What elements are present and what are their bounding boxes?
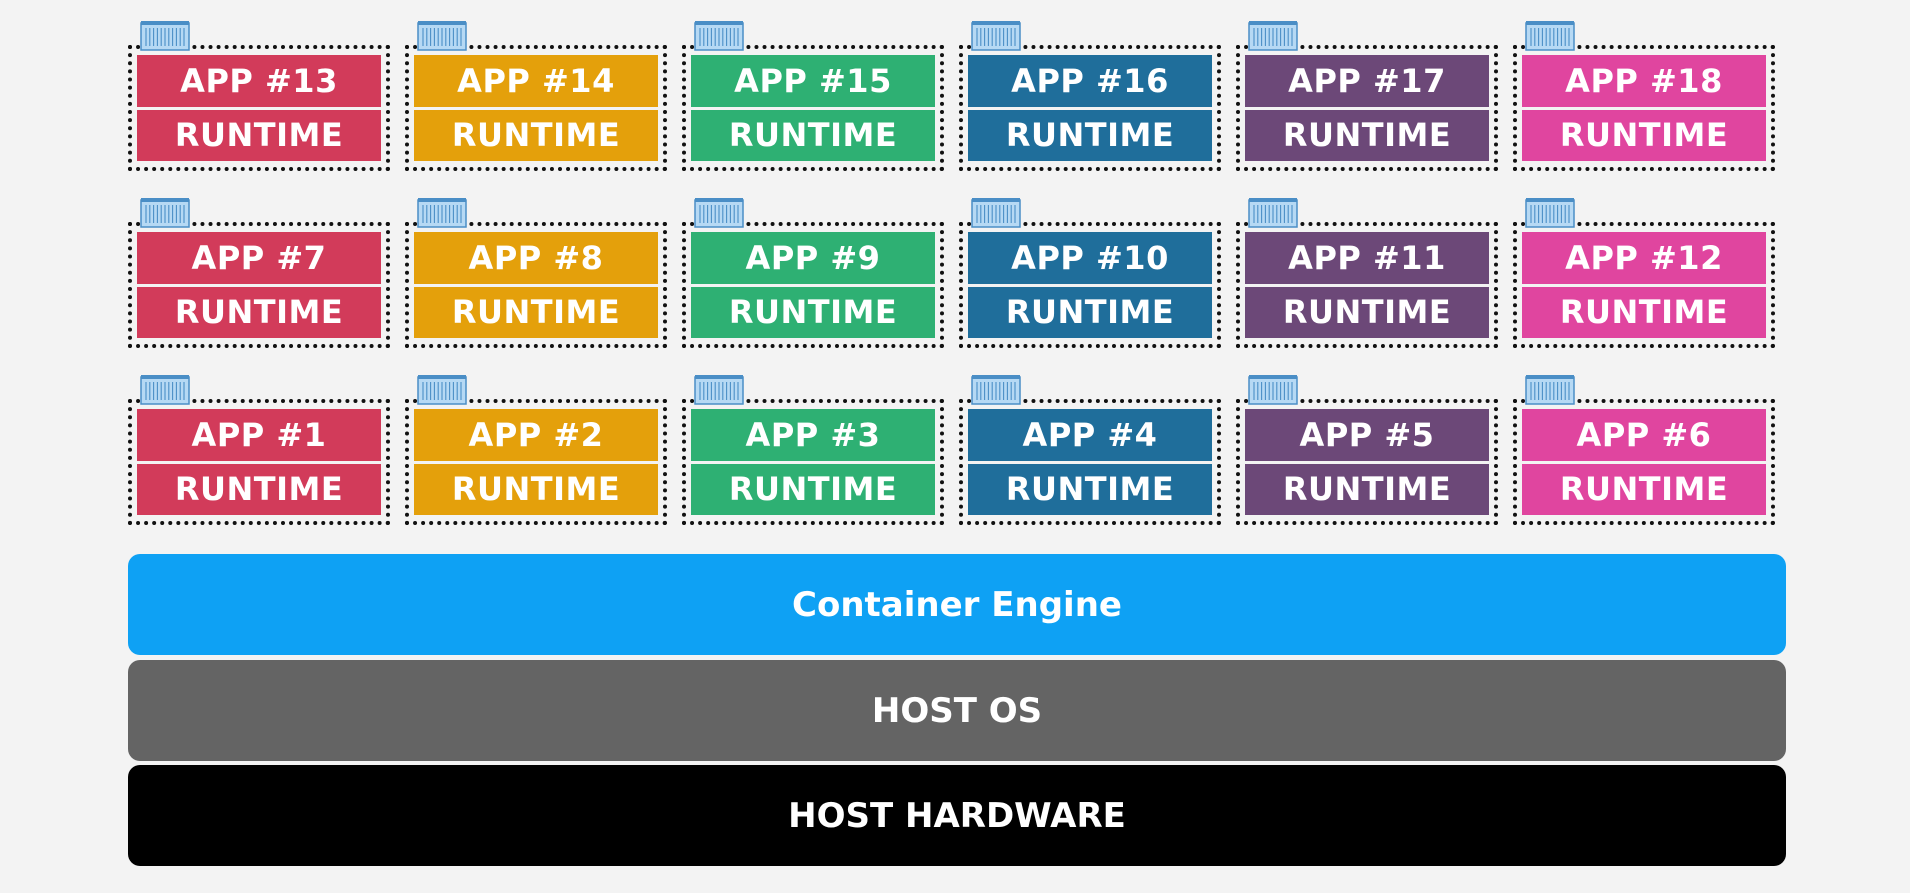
shipping-container-icon <box>1248 21 1298 51</box>
shipping-container-icon <box>971 198 1021 228</box>
app-label: APP #3 <box>691 409 935 461</box>
app-label: APP #4 <box>968 409 1212 461</box>
shipping-container-icon <box>694 198 744 228</box>
shipping-container-icon <box>417 21 467 51</box>
app-label: APP #15 <box>691 55 935 107</box>
shipping-container-icon <box>971 375 1021 405</box>
shipping-container-icon <box>694 375 744 405</box>
runtime-label: RUNTIME <box>414 463 658 515</box>
shipping-container-icon <box>1525 198 1575 228</box>
shipping-container-icon <box>417 375 467 405</box>
runtime-label: RUNTIME <box>968 463 1212 515</box>
app-label: APP #1 <box>137 409 381 461</box>
app-label: APP #14 <box>414 55 658 107</box>
runtime-label: RUNTIME <box>691 286 935 338</box>
runtime-label: RUNTIME <box>414 286 658 338</box>
runtime-label: RUNTIME <box>1245 286 1489 338</box>
app-label: APP #10 <box>968 232 1212 284</box>
app-label: APP #12 <box>1522 232 1766 284</box>
host-hardware-layer: HOST HARDWARE <box>128 765 1786 866</box>
runtime-label: RUNTIME <box>968 109 1212 161</box>
runtime-label: RUNTIME <box>968 286 1212 338</box>
runtime-label: RUNTIME <box>137 463 381 515</box>
shipping-container-icon <box>140 375 190 405</box>
shipping-container-icon <box>1248 198 1298 228</box>
shipping-container-icon <box>1525 21 1575 51</box>
app-label: APP #17 <box>1245 55 1489 107</box>
runtime-label: RUNTIME <box>1245 109 1489 161</box>
runtime-label: RUNTIME <box>1245 463 1489 515</box>
app-label: APP #2 <box>414 409 658 461</box>
shipping-container-icon <box>1525 375 1575 405</box>
runtime-label: RUNTIME <box>1522 463 1766 515</box>
shipping-container-icon <box>140 198 190 228</box>
runtime-label: RUNTIME <box>1522 286 1766 338</box>
app-label: APP #11 <box>1245 232 1489 284</box>
shipping-container-icon <box>140 21 190 51</box>
runtime-label: RUNTIME <box>691 463 935 515</box>
app-label: APP #9 <box>691 232 935 284</box>
runtime-label: RUNTIME <box>1522 109 1766 161</box>
app-label: APP #16 <box>968 55 1212 107</box>
shipping-container-icon <box>1248 375 1298 405</box>
shipping-container-icon <box>694 21 744 51</box>
app-label: APP #6 <box>1522 409 1766 461</box>
runtime-label: RUNTIME <box>414 109 658 161</box>
host-os-layer: HOST OS <box>128 660 1786 761</box>
app-label: APP #18 <box>1522 55 1766 107</box>
app-label: APP #13 <box>137 55 381 107</box>
runtime-label: RUNTIME <box>137 286 381 338</box>
shipping-container-icon <box>417 198 467 228</box>
runtime-label: RUNTIME <box>691 109 935 161</box>
app-label: APP #7 <box>137 232 381 284</box>
app-label: APP #5 <box>1245 409 1489 461</box>
container-engine-layer: Container Engine <box>128 554 1786 655</box>
shipping-container-icon <box>971 21 1021 51</box>
runtime-label: RUNTIME <box>137 109 381 161</box>
app-label: APP #8 <box>414 232 658 284</box>
